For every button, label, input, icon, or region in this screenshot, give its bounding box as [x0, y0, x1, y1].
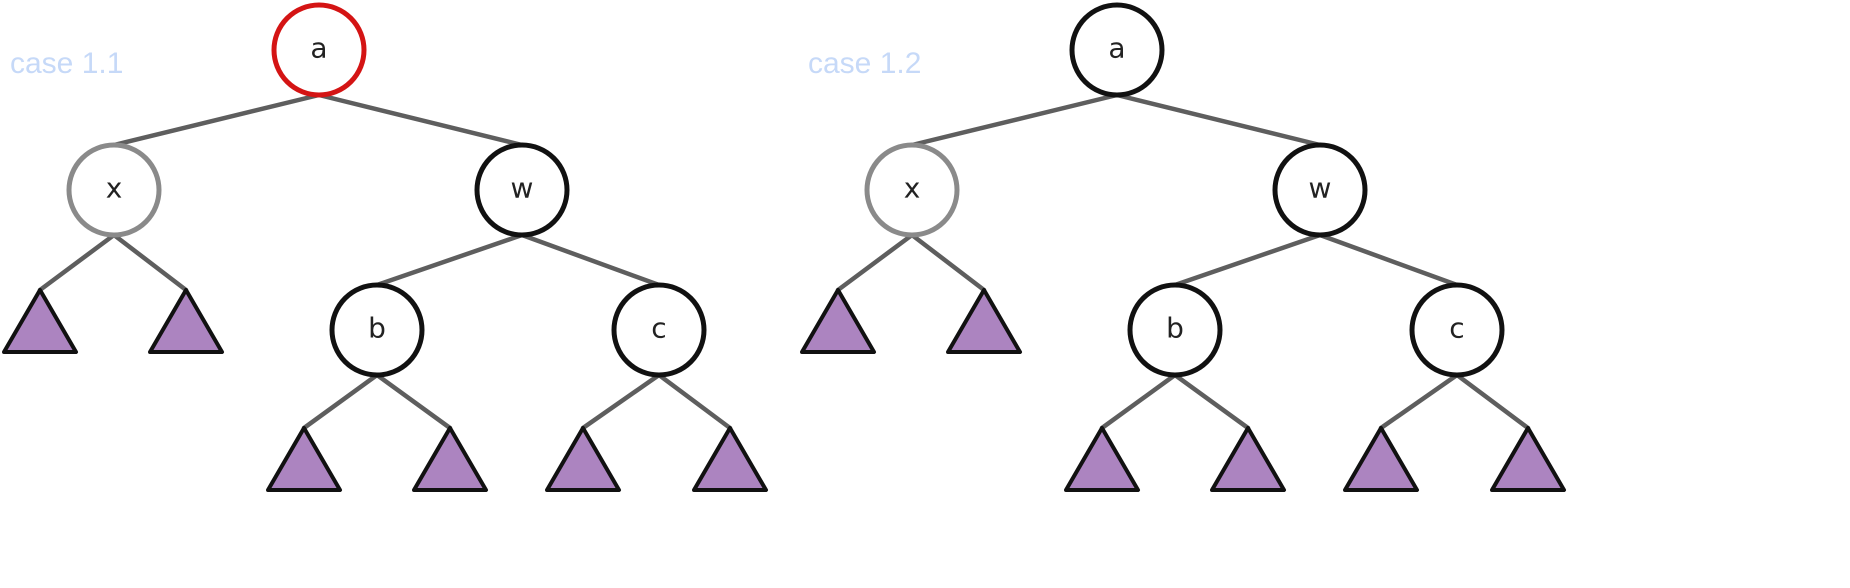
- node-c: c: [1409, 282, 1505, 378]
- node-b-circle: [1127, 282, 1223, 378]
- subtree-triangle: [545, 426, 621, 492]
- edge-w-c: [519, 232, 662, 288]
- node-w-label: w: [1309, 172, 1332, 205]
- node-x-label: x: [904, 172, 921, 205]
- edge-x-subtree: [835, 232, 915, 293]
- edge-a-w: [316, 92, 525, 148]
- edge-w-b: [374, 232, 525, 288]
- node-a-label: a: [310, 32, 327, 65]
- subtree-triangle: [2, 288, 78, 354]
- node-b-label: b: [1166, 312, 1184, 345]
- node-x-circle: [66, 142, 162, 238]
- subtree-triangle: [148, 288, 224, 354]
- edge-c-subtree: [656, 372, 733, 431]
- edge-w-b: [1172, 232, 1323, 288]
- node-w-circle: [474, 142, 570, 238]
- node-c: c: [611, 282, 707, 378]
- node-x-circle: [864, 142, 960, 238]
- subtree-triangle: [1064, 426, 1140, 492]
- node-a: a: [1069, 2, 1165, 98]
- edge-c-subtree: [1454, 372, 1531, 431]
- node-c-label: c: [651, 312, 666, 345]
- edge-b-subtree: [374, 372, 453, 431]
- node-x: x: [864, 142, 960, 238]
- case-label: case 1.1: [10, 47, 123, 80]
- edge-a-x: [111, 92, 322, 148]
- edge-a-w: [1114, 92, 1323, 148]
- edge-c-subtree: [580, 372, 662, 431]
- node-c-circle: [611, 282, 707, 378]
- case-label: case 1.2: [808, 47, 921, 80]
- edge-x-subtree: [909, 232, 987, 293]
- node-a-label: a: [1108, 32, 1125, 65]
- node-w: w: [474, 142, 570, 238]
- node-b-circle: [329, 282, 425, 378]
- subtree-triangle: [1210, 426, 1286, 492]
- node-x: x: [66, 142, 162, 238]
- node-c-label: c: [1449, 312, 1464, 345]
- node-b-label: b: [368, 312, 386, 345]
- subtree-triangle: [692, 426, 768, 492]
- subtree-triangle: [1343, 426, 1419, 492]
- edge-b-subtree: [1099, 372, 1178, 431]
- node-w: w: [1272, 142, 1368, 238]
- edge-b-subtree: [1172, 372, 1251, 431]
- node-a: a: [271, 2, 367, 98]
- node-b: b: [329, 282, 425, 378]
- tree-case-2: case 1.2 a x w b c: [800, 2, 1566, 492]
- tree-case-1: case 1.1 a x w b c: [2, 2, 768, 492]
- edge-c-subtree: [1378, 372, 1460, 431]
- subtree-triangle: [946, 288, 1022, 354]
- node-c-circle: [1409, 282, 1505, 378]
- edge-w-c: [1317, 232, 1460, 288]
- edge-b-subtree: [301, 372, 380, 431]
- node-w-circle: [1272, 142, 1368, 238]
- subtree-triangle: [266, 426, 342, 492]
- subtree-triangle: [412, 426, 488, 492]
- node-a-circle: [1069, 2, 1165, 98]
- edge-a-x: [909, 92, 1120, 148]
- subtree-triangle: [1490, 426, 1566, 492]
- node-a-circle: [271, 2, 367, 98]
- edge-x-subtree: [37, 232, 117, 293]
- node-b: b: [1127, 282, 1223, 378]
- subtree-triangle: [800, 288, 876, 354]
- edge-x-subtree: [111, 232, 189, 293]
- node-x-label: x: [106, 172, 123, 205]
- node-w-label: w: [511, 172, 534, 205]
